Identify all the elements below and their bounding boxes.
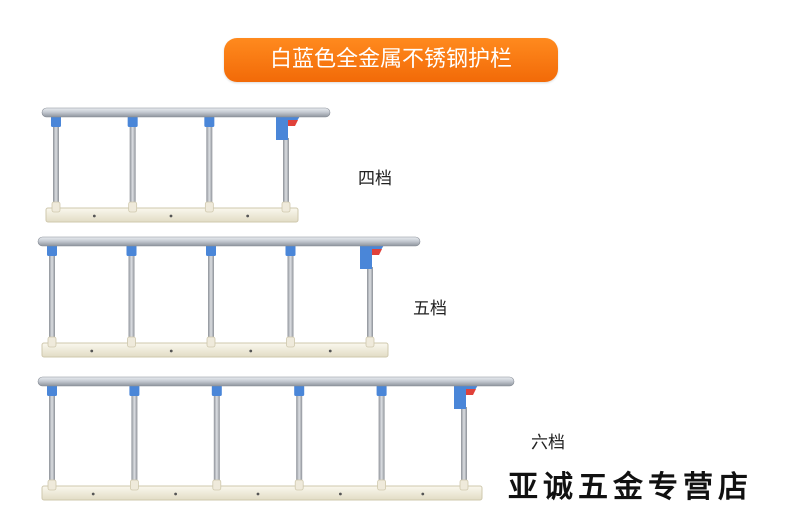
- rail-1-latch-lever: [288, 120, 298, 126]
- rail-3-top-bar: [37, 376, 515, 387]
- rail-1-post: [206, 116, 213, 212]
- rail-2-latch-lever: [372, 249, 382, 255]
- title-badge: 白蓝色全金属不锈钢护栏: [224, 38, 558, 82]
- rail-1-post-cap: [204, 116, 215, 127]
- rail-2-post-cap: [47, 245, 57, 256]
- rail-2-latch-post: [367, 267, 373, 347]
- rail-3-post-foot: [377, 479, 387, 491]
- rail-2-post: [49, 245, 55, 347]
- rail-2-post-cap: [206, 245, 216, 256]
- label-four-step: 四档: [358, 169, 392, 189]
- rail-2-base-hole: [90, 349, 94, 353]
- rail-2-latch-foot: [365, 336, 375, 348]
- rail-3-base-hole: [174, 492, 178, 496]
- rail-1-post-cap: [51, 116, 61, 127]
- rail-1-post-cap: [127, 116, 138, 127]
- rail-3-base-hole: [91, 492, 95, 496]
- rail-2-post: [128, 245, 135, 347]
- rail-1-post: [53, 116, 59, 212]
- rail-2-post-foot: [206, 336, 216, 348]
- rail-3-post: [296, 385, 303, 490]
- rail-3-post-foot: [129, 479, 139, 491]
- rail-3-base: [41, 485, 483, 501]
- rail-3-post-foot: [47, 479, 57, 491]
- rail-2-post-foot: [127, 336, 136, 348]
- rail-1-post: [129, 116, 136, 212]
- rail-3-post-cap: [47, 385, 57, 396]
- rail-2-latch-bracket: [360, 245, 384, 269]
- rail-2-top-bar: [37, 236, 421, 247]
- rail-3-post-foot: [212, 479, 222, 491]
- rail-1-post-foot: [128, 201, 138, 213]
- rail-2-base-hole: [169, 349, 173, 353]
- rail-3-post-cap: [294, 385, 305, 396]
- rail-3-latch-post: [461, 407, 467, 490]
- rail-1-base-hole: [246, 214, 250, 218]
- rail-3-post: [213, 385, 220, 490]
- rail-1-latch-post: [283, 138, 289, 212]
- rail-1-base-hole: [169, 214, 173, 218]
- rail-3-post-cap: [129, 385, 140, 396]
- rail-3-post-foot: [294, 479, 304, 491]
- rail-2-post-cap: [126, 245, 137, 256]
- rail-1-post-foot: [204, 201, 214, 213]
- rail-1-latch-foot: [281, 201, 291, 213]
- rail-1-top-bar: [41, 107, 331, 118]
- rail-3-base-hole: [256, 492, 260, 496]
- rail-3-post: [378, 385, 385, 490]
- rail-3-base-hole: [421, 492, 425, 496]
- rail-3-post-cap: [376, 385, 387, 396]
- rail-1-base-hole: [92, 214, 96, 218]
- rail-2-post-cap: [285, 245, 296, 256]
- rail-3-post: [49, 385, 55, 490]
- rail-2-post-foot: [286, 336, 295, 348]
- rail-2-post: [208, 245, 214, 347]
- rail-2-post: [287, 245, 294, 347]
- rail-3-latch-bracket: [454, 385, 478, 409]
- rail-1-base: [45, 207, 299, 223]
- label-six-step: 六档: [531, 433, 565, 453]
- rail-2-base-hole: [249, 349, 253, 353]
- rail-3-post: [131, 385, 138, 490]
- rail-3-latch-foot: [459, 479, 469, 491]
- rail-3-latch-lever: [466, 389, 476, 395]
- rail-2-post-foot: [47, 336, 57, 348]
- rail-1-latch-bracket: [276, 116, 300, 140]
- rail-3-post-cap: [211, 385, 222, 396]
- rail-2-base-hole: [328, 349, 332, 353]
- rail-3-base-hole: [339, 492, 342, 496]
- rail-1-post-foot: [51, 201, 61, 213]
- label-five-step: 五档: [413, 299, 447, 319]
- shop-name: 亚诚五金专营店: [508, 470, 753, 505]
